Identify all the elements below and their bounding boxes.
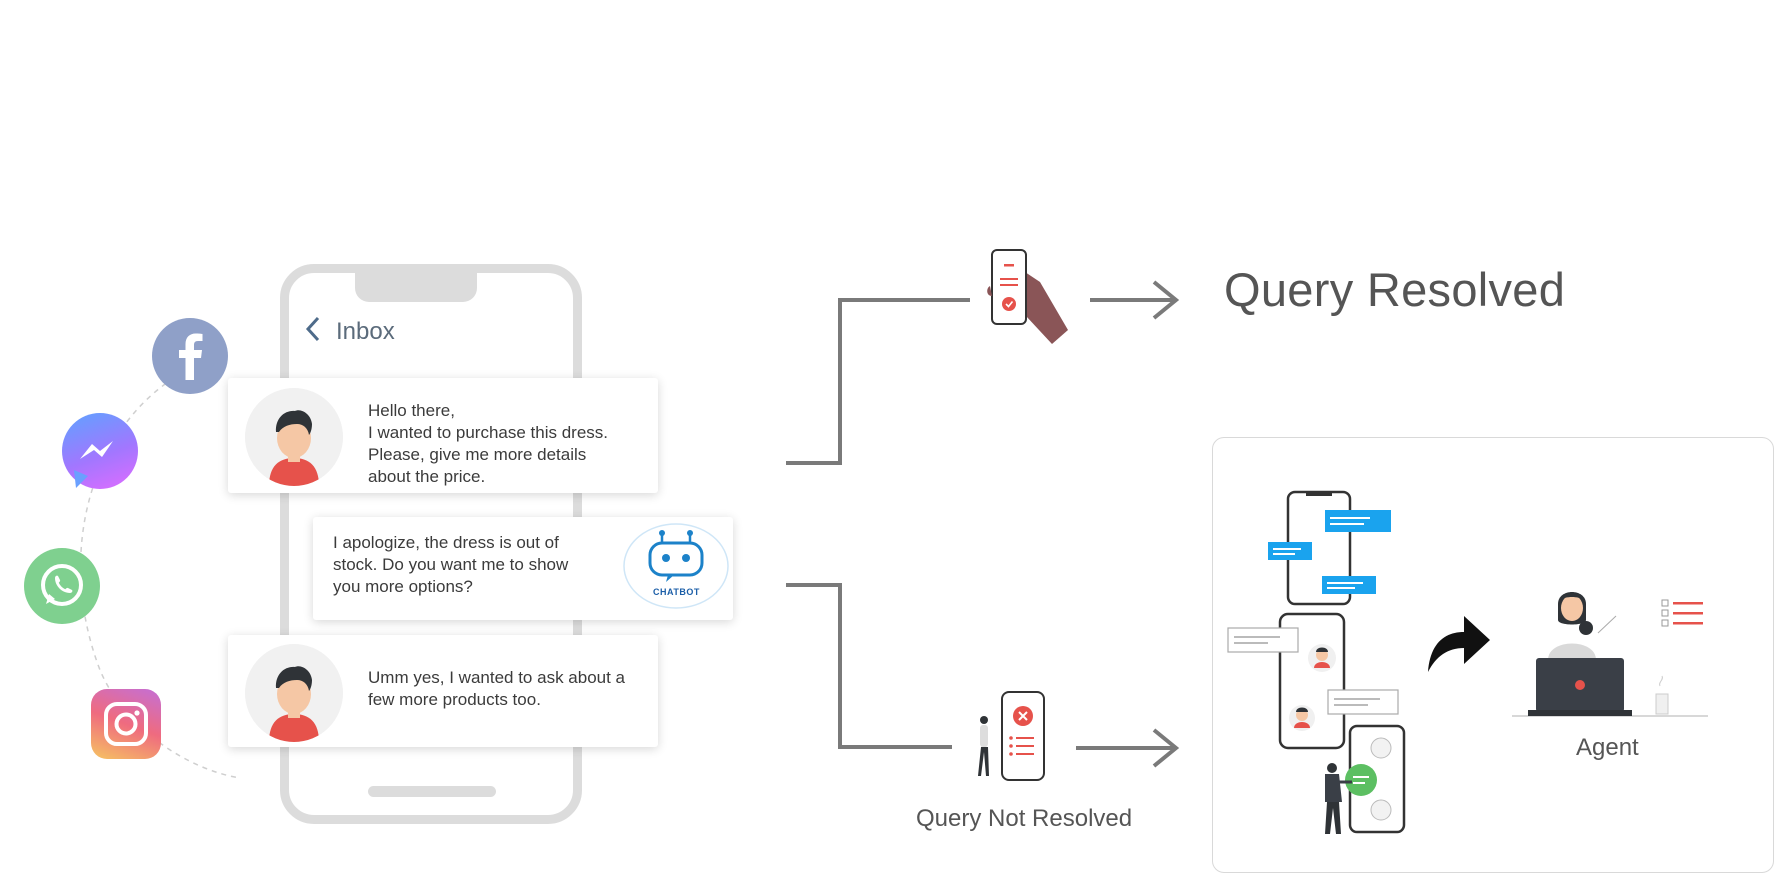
flow-connector-resolved — [786, 298, 970, 465]
chatbot-message-text: I apologize, the dress is out of stock. … — [333, 533, 569, 596]
chevron-left-icon[interactable] — [305, 316, 321, 342]
agent-illustration — [1508, 578, 1708, 728]
chatbot-badge-label: CHATBOT — [653, 587, 700, 597]
phone-home-bar — [368, 786, 496, 797]
query-not-resolved-label: Query Not Resolved — [916, 805, 1133, 832]
customer-avatar — [245, 388, 343, 486]
phone-in-hand-icon — [982, 248, 1072, 348]
phone-notch — [355, 264, 477, 302]
forward-arrow-icon — [1428, 616, 1490, 672]
instagram-icon — [91, 689, 161, 759]
customer-avatar — [245, 644, 343, 742]
multi-chat-illustration — [1226, 490, 1406, 840]
arrow-right-icon — [1076, 728, 1180, 768]
customer-message-text: Hello there, I wanted to purchase this d… — [368, 401, 609, 486]
messenger-icon — [62, 413, 138, 489]
agent-label: Agent — [1576, 734, 1639, 761]
channel-connector-arc — [79, 359, 241, 779]
messenger-tail — [74, 470, 88, 488]
person-with-phone-icon — [972, 690, 1052, 786]
inbox-title: Inbox — [336, 318, 395, 345]
chatbot-badge — [622, 522, 730, 610]
flow-connector-not-resolved — [786, 583, 952, 749]
facebook-icon — [152, 318, 228, 394]
query-resolved-label: Query Resolved — [1224, 263, 1566, 316]
whatsapp-icon — [24, 548, 100, 624]
arrow-right-icon — [1090, 280, 1180, 320]
customer-message-text: Umm yes, I wanted to ask about a few mor… — [368, 668, 626, 709]
